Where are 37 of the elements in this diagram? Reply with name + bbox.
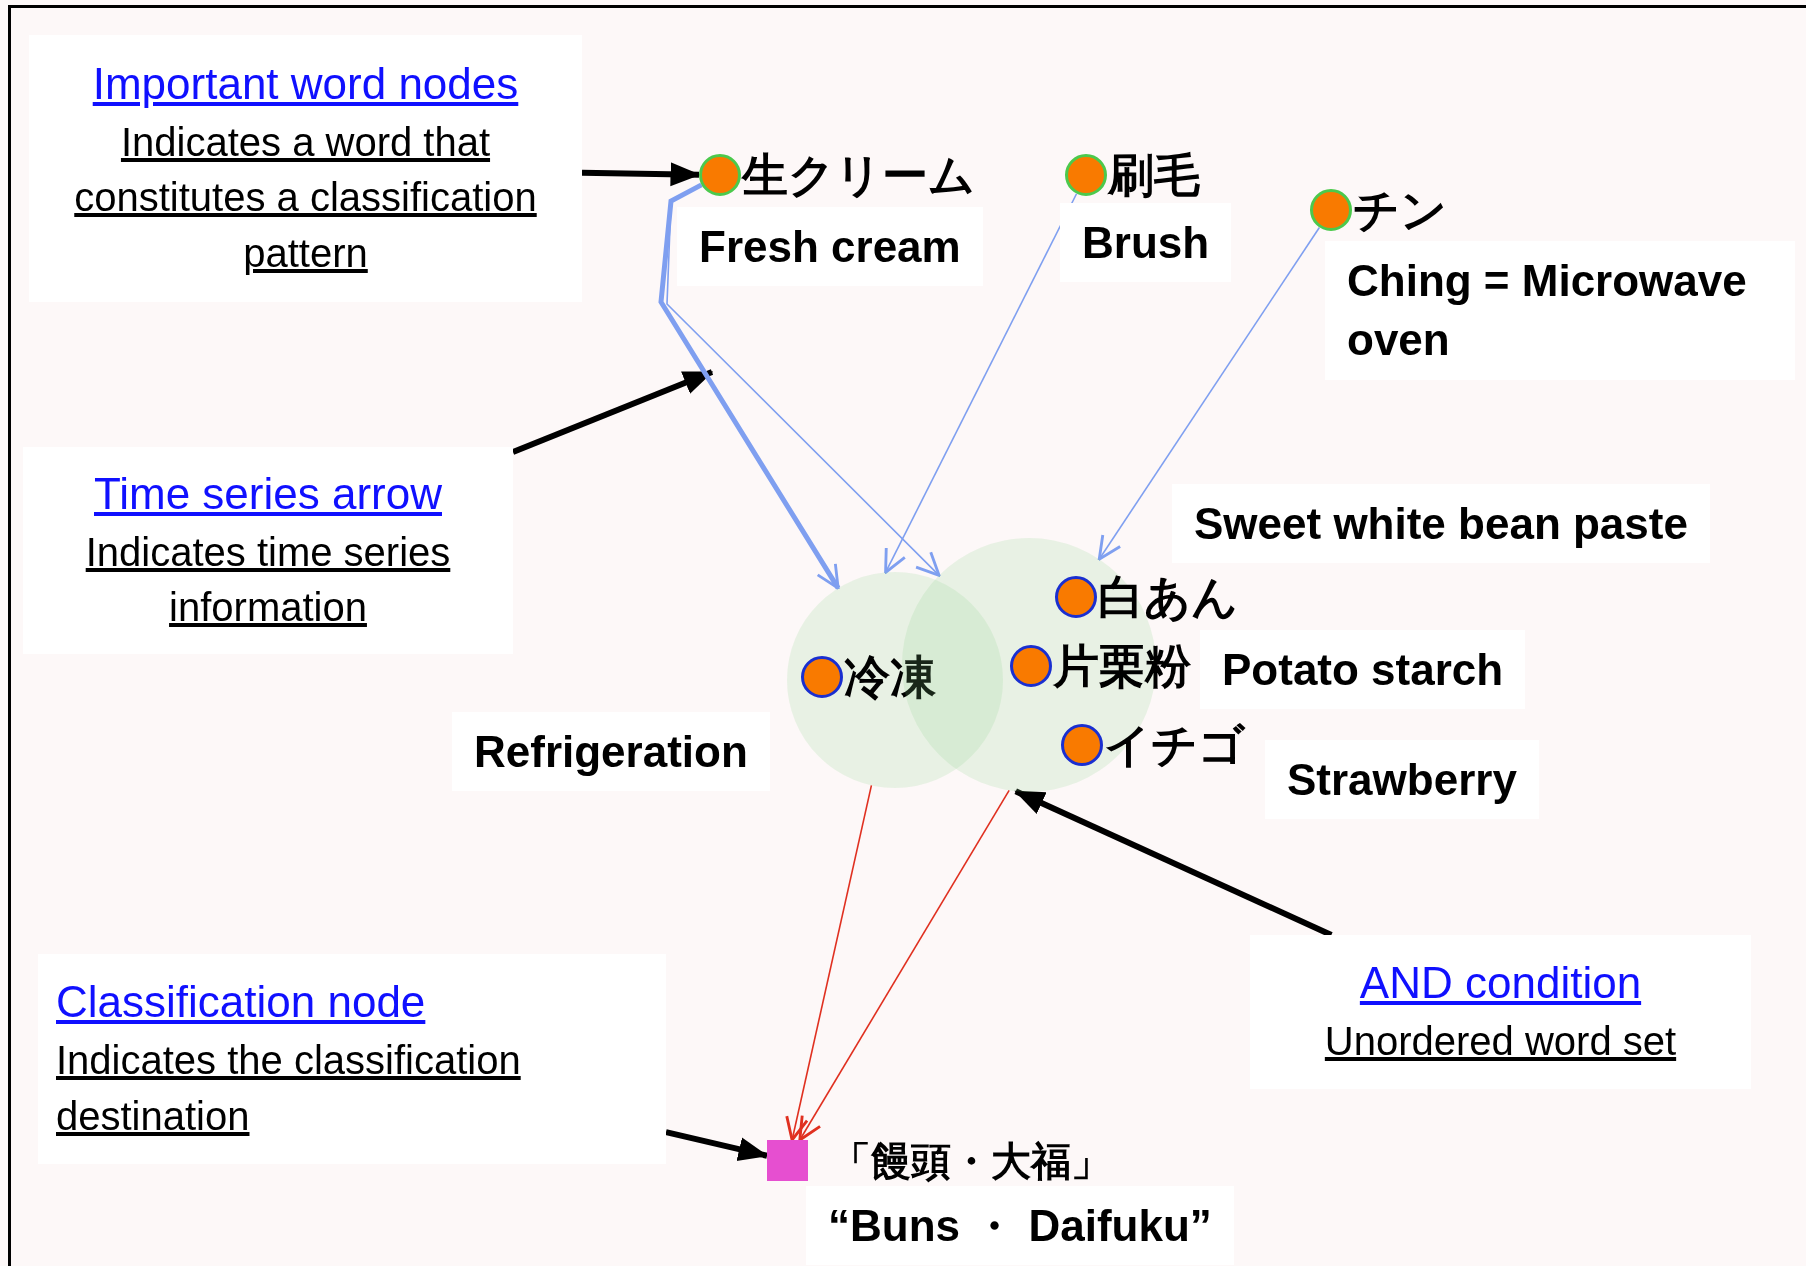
legend-title: Important word nodes — [92, 58, 519, 111]
arrow — [581, 162, 701, 187]
legend-description: Indicates time series information — [84, 528, 452, 631]
translation-label: “Buns ・ Daifuku” — [806, 1186, 1234, 1266]
legend-description: Indicates a word that constitutes a classification pattern — [73, 119, 538, 277]
translation-label: Fresh cream — [677, 207, 983, 287]
legend-panel — [1250, 935, 1751, 1089]
arrow — [666, 184, 941, 577]
arrow — [1097, 226, 1321, 561]
legend-description: Unordered word set — [1324, 1017, 1677, 1065]
legend-title: AND condition — [1359, 956, 1642, 1009]
word-label: 白あん — [1098, 574, 1238, 620]
arrow — [798, 789, 1010, 1142]
word-label: 片栗粉 — [1053, 643, 1191, 689]
word-label: 生クリーム — [742, 152, 975, 198]
legend-panel — [29, 35, 582, 302]
arrow — [658, 182, 841, 590]
arrow — [665, 1129, 769, 1161]
arrow — [1014, 788, 1333, 938]
translation-label: Potato starch — [1200, 630, 1526, 710]
arrow — [884, 192, 1078, 574]
legend-description: Indicates the classification destination — [56, 1037, 522, 1140]
legend-panel — [23, 447, 513, 654]
translation-label: Brush — [1060, 203, 1232, 283]
word-label: 冷凍 — [844, 654, 936, 700]
word-label: 刷毛 — [1108, 152, 1200, 198]
class-label: 「饅頭・大福」 — [831, 1140, 1111, 1181]
legend-title: Time series arrow — [94, 467, 442, 520]
translation-label: Ching = Microwave oven — [1325, 241, 1795, 380]
word-label: チン — [1353, 187, 1447, 233]
legend-title: Classification node — [56, 976, 426, 1029]
arrow — [785, 784, 873, 1142]
translation-label: Strawberry — [1265, 740, 1539, 820]
word-label: イチゴ — [1104, 722, 1245, 768]
legend-panel — [38, 954, 666, 1164]
translation-label: Refrigeration — [452, 712, 770, 792]
translation-label: Sweet white bean paste — [1172, 484, 1710, 564]
